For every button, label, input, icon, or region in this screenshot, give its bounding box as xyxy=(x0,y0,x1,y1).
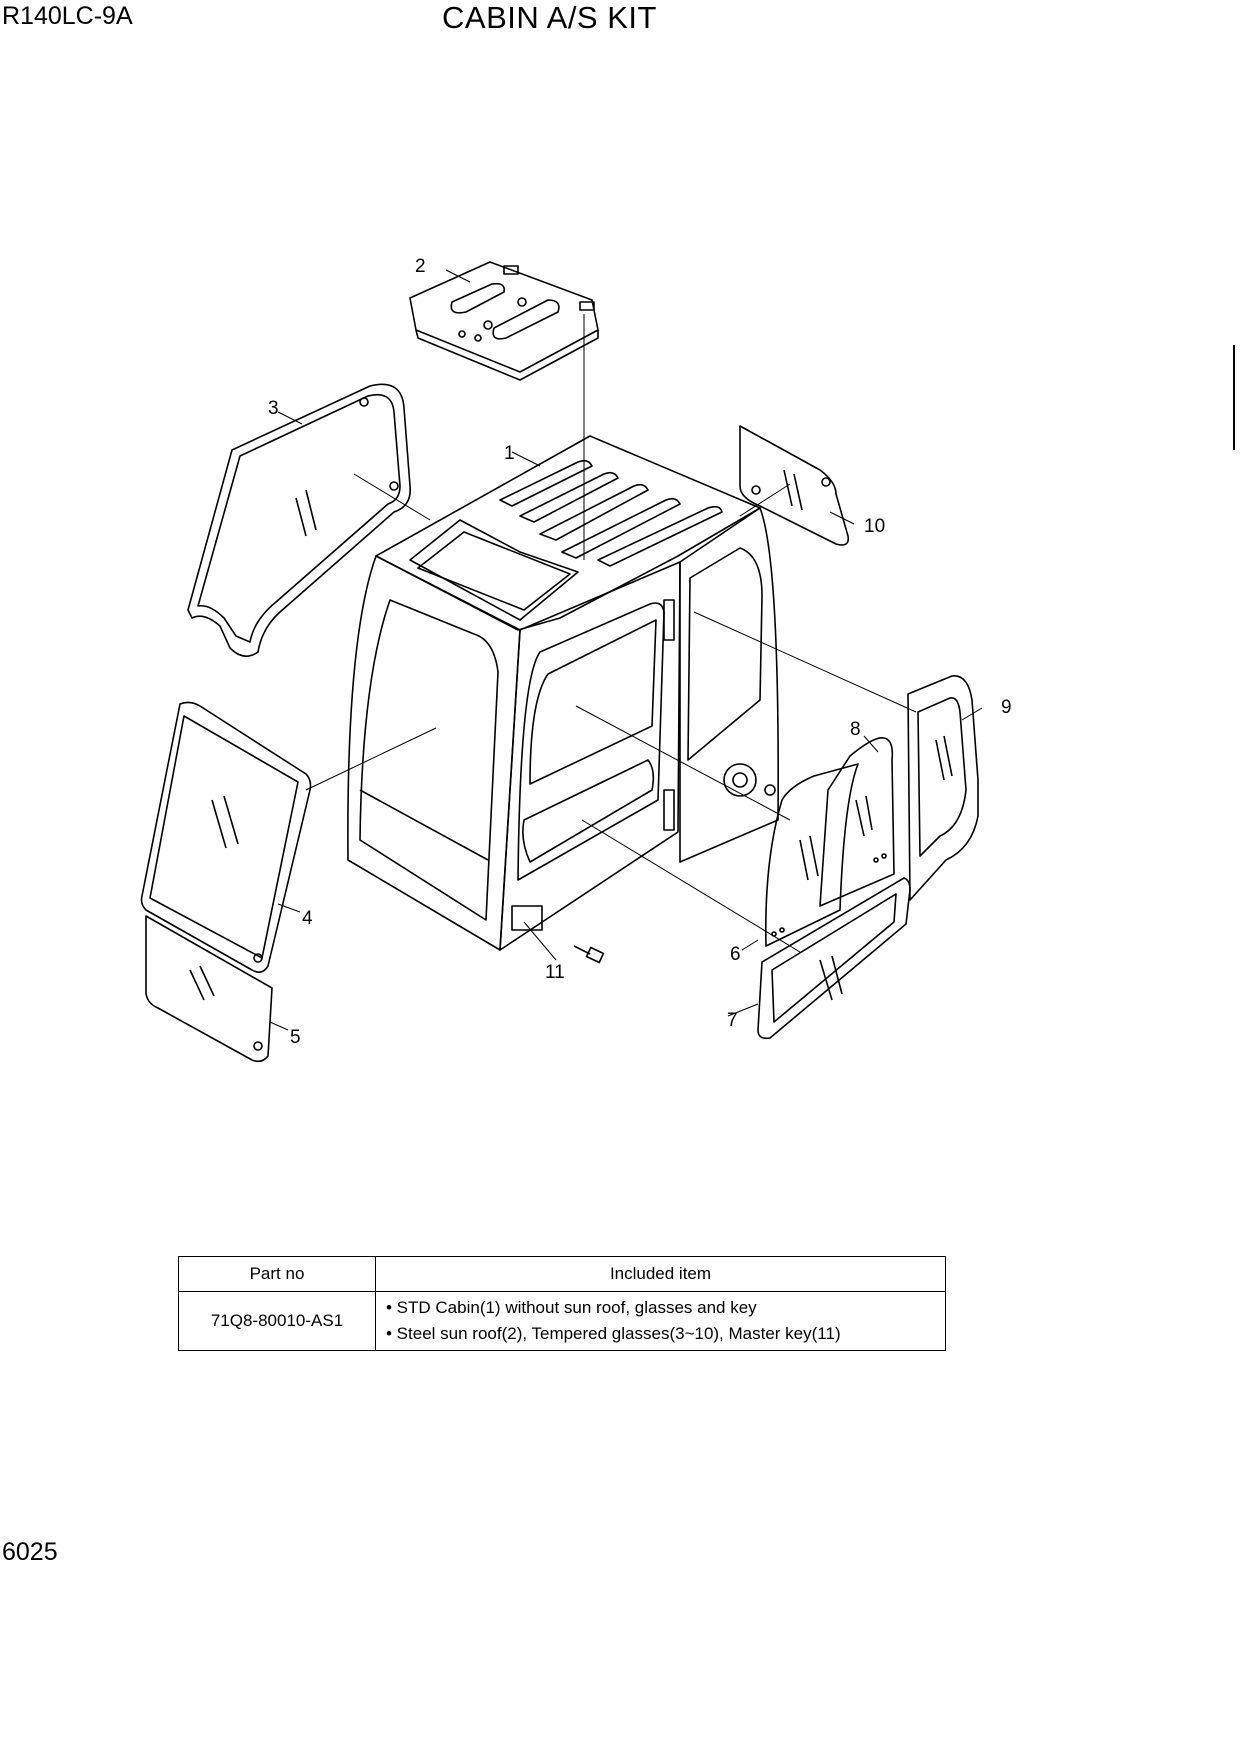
header-part-no: Part no xyxy=(178,1256,376,1292)
parts-table: Part no Included item 71Q8-80010-AS1 • S… xyxy=(178,1256,946,1351)
callout-9: 9 xyxy=(1001,697,1012,718)
glass-part-7 xyxy=(757,877,911,1040)
callout-10: 10 xyxy=(864,516,885,537)
callout-7: 7 xyxy=(727,1010,738,1031)
glass-part-6 xyxy=(765,763,859,947)
glass-part-5 xyxy=(145,915,273,1063)
key-part-11 xyxy=(573,945,605,964)
callout-6: 6 xyxy=(730,944,741,965)
sun-roof-part xyxy=(409,261,599,381)
glass-part-9 xyxy=(907,675,979,901)
callout-1: 1 xyxy=(504,443,515,464)
callout-11: 11 xyxy=(545,962,565,983)
table-row: 71Q8-80010-AS1 • STD Cabin(1) without su… xyxy=(178,1291,946,1351)
included-item: • STD Cabin(1) without sun roof, glasses… xyxy=(386,1298,757,1317)
callout-8: 8 xyxy=(850,719,861,740)
glass-part-10 xyxy=(739,425,850,546)
header-included-item: Included item xyxy=(375,1256,946,1292)
cabin-frame-part xyxy=(347,435,779,951)
part-number: 71Q8-80010-AS1 xyxy=(178,1291,376,1351)
included-item: • Steel sun roof(2), Tempered glasses(3~… xyxy=(386,1324,841,1343)
glass-part-8 xyxy=(819,737,895,907)
glass-part-3 xyxy=(187,383,411,657)
page-title: CABIN A/S KIT xyxy=(442,0,657,35)
callout-4: 4 xyxy=(302,908,313,929)
callout-3: 3 xyxy=(268,398,279,419)
callout-5: 5 xyxy=(290,1027,301,1048)
page-number: 6025 xyxy=(2,1538,58,1566)
table-header-row: Part no Included item xyxy=(178,1256,946,1292)
margin-mark xyxy=(1233,345,1235,450)
model-code: R140LC-9A xyxy=(2,2,133,30)
included-items-cell: • STD Cabin(1) without sun roof, glasses… xyxy=(375,1291,946,1351)
glass-part-4 xyxy=(140,701,312,974)
exploded-parts-diagram: 1 2 3 4 5 6 7 8 9 10 11 xyxy=(140,256,1012,1063)
callout-2: 2 xyxy=(415,256,426,277)
